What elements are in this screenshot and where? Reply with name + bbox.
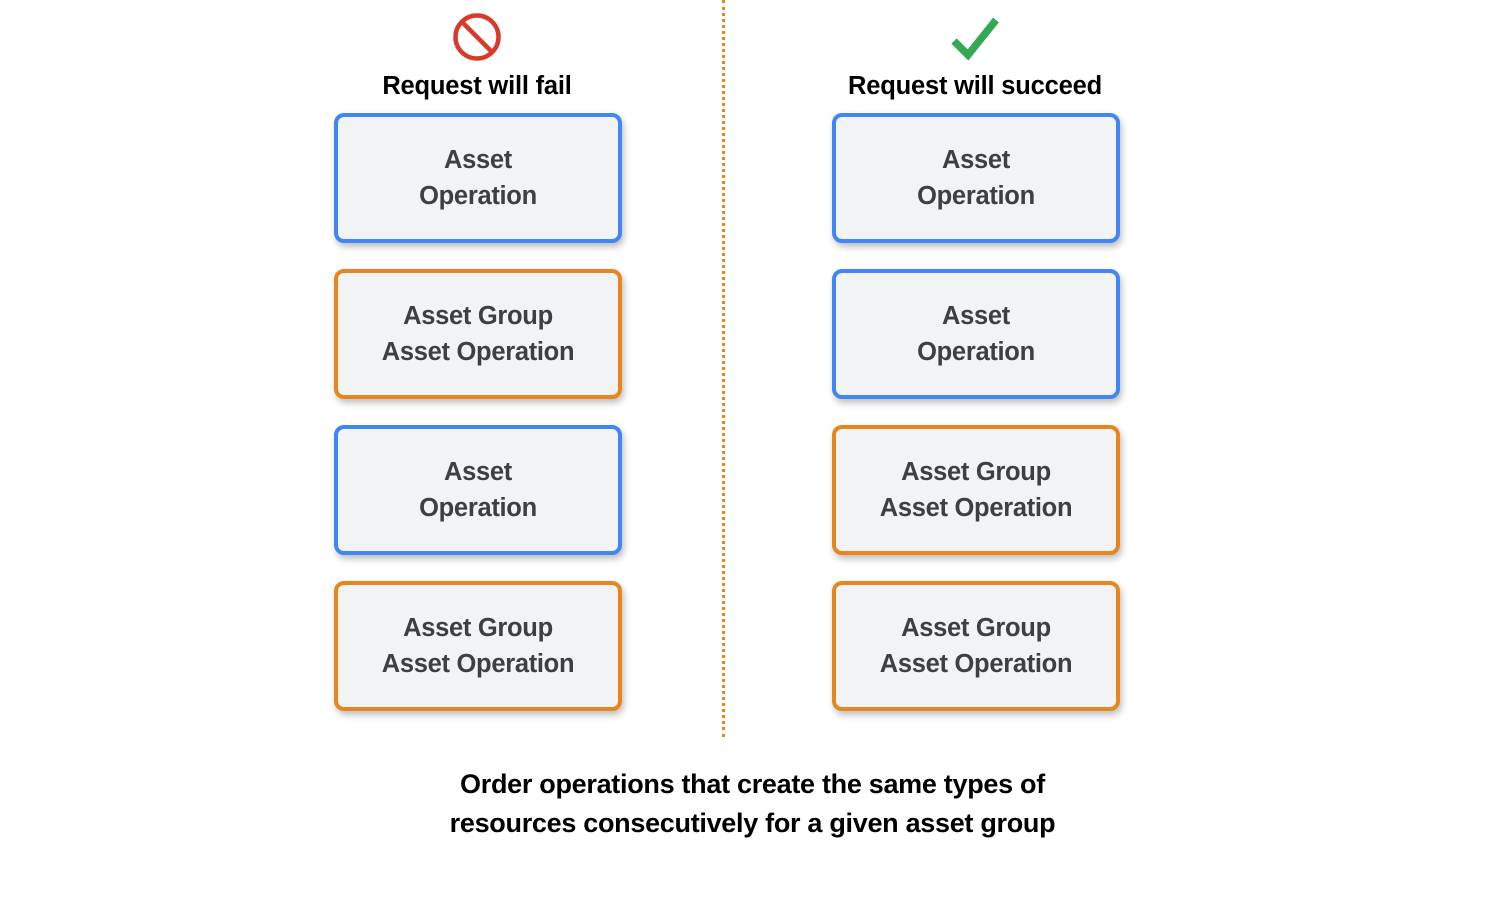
prohibition-icon [332, 8, 622, 66]
operation-box-label: Asset Group Asset Operation [381, 301, 575, 366]
operation-box-label: Asset Group Asset Operation [879, 457, 1073, 522]
operation-box: Asset Group Asset Operation [832, 581, 1120, 711]
operation-box-label: Asset Group Asset Operation [879, 613, 1073, 678]
operation-box-label: Asset Group Asset Operation [381, 613, 575, 678]
column-header-label-fail: Request will fail [382, 72, 572, 100]
operation-box-label: Asset Operation [419, 145, 537, 210]
operation-box: Asset Operation [334, 113, 622, 243]
box-stack-succeed: Asset Operation Asset Operation Asset Gr… [832, 113, 1120, 737]
operation-box-label: Asset Operation [917, 301, 1035, 366]
operation-box: Asset Operation [334, 425, 622, 555]
column-header-succeed: Request will succeed [830, 8, 1120, 101]
checkmark-icon [830, 8, 1120, 66]
box-stack-fail: Asset Operation Asset Group Asset Operat… [334, 113, 622, 737]
operation-box: Asset Group Asset Operation [832, 425, 1120, 555]
operation-box-label: Asset Operation [419, 457, 537, 522]
diagram-caption: Order operations that create the same ty… [449, 769, 1056, 838]
operation-box: Asset Operation [832, 113, 1120, 243]
column-header-fail: Request will fail [332, 8, 622, 101]
operation-box: Asset Group Asset Operation [334, 269, 622, 399]
column-divider [722, 0, 725, 737]
operation-box: Asset Group Asset Operation [334, 581, 622, 711]
column-header-label-succeed: Request will succeed [848, 72, 1102, 100]
operation-box-label: Asset Operation [917, 145, 1035, 210]
operation-box: Asset Operation [832, 269, 1120, 399]
